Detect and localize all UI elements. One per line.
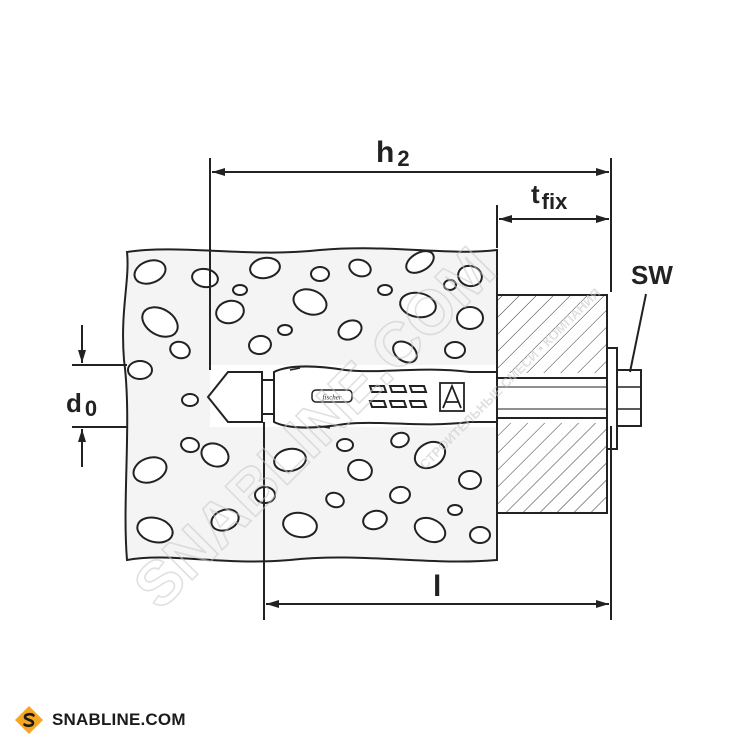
aggregate-stone [249, 256, 281, 280]
aggregate-stone [457, 264, 483, 288]
aggregate-stone [443, 279, 457, 291]
aggregate-stone [215, 299, 245, 325]
expansion-slot [408, 385, 428, 408]
aggregate-stone [456, 306, 484, 330]
aggregate-stone [169, 340, 191, 360]
brand-name: SNABLINE.COM [52, 710, 186, 729]
aggregate-stone [127, 360, 153, 380]
aggregate-stone [210, 508, 240, 532]
aggregate-stone [141, 306, 179, 338]
concrete-aggregate-stones [127, 250, 491, 544]
aggregate-stone [232, 284, 248, 296]
brand-footer: SNABLINE.COM [14, 704, 186, 736]
aggregate-stone [458, 470, 482, 490]
washer-and-nut [606, 347, 642, 450]
aggregate-stone [336, 438, 354, 452]
aggregate-stone [181, 393, 199, 407]
dimension-d0 [72, 325, 127, 467]
snabline-logo-icon [15, 706, 43, 734]
aggregate-stone [133, 259, 167, 285]
dimension-l [263, 422, 612, 620]
aggregate-stone [325, 491, 345, 509]
aggregate-stone [248, 334, 272, 356]
aggregate-stone [191, 267, 219, 289]
aggregate-stone [136, 516, 174, 544]
anchor-sleeve: fischer [206, 365, 498, 429]
aggregate-stone [447, 504, 463, 516]
expansion-slot [388, 385, 408, 408]
expansion-slot [368, 385, 388, 408]
aggregate-stone [292, 288, 328, 316]
aggregate-stone [413, 440, 447, 470]
sw-label: SW [631, 260, 673, 290]
tfix-label: tfix [531, 179, 568, 214]
aggregate-stone [282, 511, 318, 539]
aggregate-stone [390, 431, 410, 449]
aggregate-stone [132, 456, 168, 484]
aggregate-stone [180, 436, 200, 454]
svg-text:fischer: fischer [322, 394, 341, 402]
aggregate-stone [377, 284, 393, 296]
aggregate-stone [348, 258, 372, 278]
aggregate-stone [273, 447, 307, 473]
l-label: l [433, 570, 441, 603]
anchor-mark-icon [439, 382, 465, 412]
aggregate-stone [399, 291, 437, 319]
aggregate-stone [277, 324, 293, 336]
aggregate-stone [200, 442, 230, 468]
aggregate-stone [337, 319, 363, 341]
aggregate-stone [362, 509, 388, 531]
aggregate-stone [413, 516, 447, 544]
aggregate-stone [444, 341, 466, 359]
aggregate-stone [469, 526, 491, 544]
aggregate-stone [347, 458, 373, 482]
dimension-h2 [209, 158, 612, 370]
aggregate-stone [389, 485, 411, 505]
anchor-expansion-slots [368, 385, 428, 408]
aggregate-stone [310, 266, 330, 282]
aggregate-stone [405, 250, 435, 274]
dimension-tfix [496, 205, 609, 248]
aggregate-stone [392, 340, 418, 364]
sw-leader-line [629, 293, 647, 373]
